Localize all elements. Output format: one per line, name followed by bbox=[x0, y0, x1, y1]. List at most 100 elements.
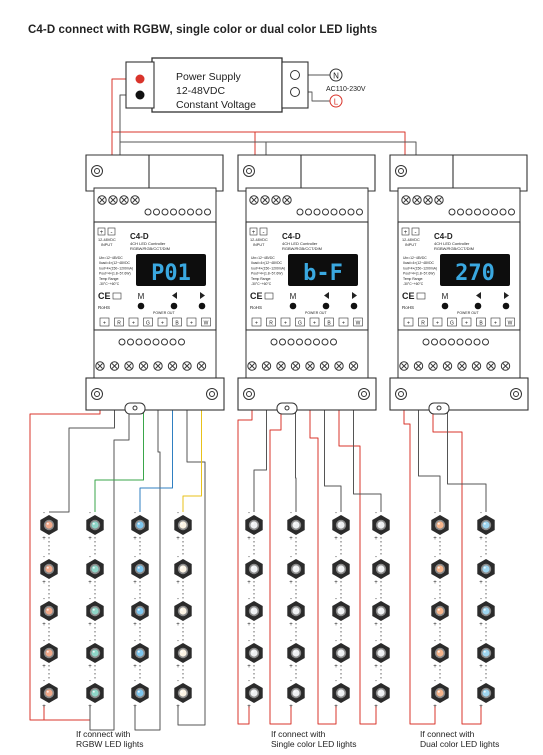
output-terminal-box bbox=[266, 317, 276, 327]
led-chip: +- bbox=[332, 679, 350, 710]
led-chip: +- bbox=[287, 597, 305, 628]
connector-pin bbox=[296, 338, 303, 346]
input-minus-box bbox=[259, 227, 268, 236]
spec-line: Iload=4×(12~48VDC bbox=[99, 261, 131, 265]
ac-voltage-label: AC110-230V bbox=[326, 86, 366, 93]
connector-pin bbox=[431, 338, 438, 346]
connector-pin bbox=[296, 208, 304, 216]
spec-line: -30°C~+60°C bbox=[403, 282, 424, 286]
neutral-marker bbox=[329, 68, 343, 82]
led-lens bbox=[91, 607, 99, 615]
led-plus-sign: + bbox=[374, 622, 378, 628]
control-button bbox=[350, 302, 358, 310]
led-chip: +- bbox=[372, 679, 390, 710]
output-terminal-box bbox=[172, 317, 182, 327]
led-lens bbox=[91, 565, 99, 573]
bin-icon bbox=[264, 292, 274, 300]
led-lens bbox=[45, 689, 53, 697]
lcd-display bbox=[440, 254, 510, 286]
led-highlight bbox=[437, 690, 440, 693]
screw-cross bbox=[249, 363, 255, 369]
led-plus-sign: + bbox=[334, 664, 338, 670]
led-plus-sign: + bbox=[176, 622, 180, 628]
led-chip: +- bbox=[245, 639, 263, 670]
led-lens bbox=[250, 689, 258, 697]
led-highlight bbox=[251, 608, 254, 611]
screw-cross bbox=[99, 197, 105, 203]
led-plus-sign: + bbox=[42, 664, 46, 670]
spec-line: Iout=4×(150~1200mA) bbox=[403, 266, 437, 270]
led-highlight bbox=[92, 690, 95, 693]
led-lens bbox=[91, 521, 99, 529]
led-chip: +- bbox=[332, 511, 350, 542]
single-positive-wire bbox=[309, 370, 337, 725]
connector-pin bbox=[144, 338, 151, 346]
screw-cross bbox=[284, 197, 290, 203]
led-lens bbox=[136, 649, 144, 657]
led-plus-sign: + bbox=[247, 664, 251, 670]
led-plus-sign: + bbox=[247, 622, 251, 628]
led-minus-sign: - bbox=[290, 679, 292, 685]
led-minus-sign: - bbox=[177, 555, 179, 561]
output-terminal-box bbox=[99, 317, 110, 327]
mounting-hole bbox=[94, 391, 100, 397]
output-terminal-box bbox=[251, 317, 262, 327]
screw-cross bbox=[444, 363, 451, 369]
led-highlight bbox=[92, 608, 95, 611]
spec-line: Pout=4×(1.8~57.6W) bbox=[251, 272, 283, 276]
led-chip: +- bbox=[131, 511, 149, 542]
screw-cross bbox=[414, 197, 420, 203]
led-minus-sign: - bbox=[335, 511, 337, 517]
output-terminal-label: W bbox=[508, 321, 513, 327]
output-terminal-box bbox=[476, 317, 486, 327]
screw-cross bbox=[403, 197, 409, 203]
screw-cross bbox=[415, 363, 422, 369]
led-minus-sign: - bbox=[335, 679, 337, 685]
led-highlight bbox=[180, 608, 183, 611]
led-plus-sign: + bbox=[247, 536, 251, 542]
led-lens bbox=[45, 565, 53, 573]
screw-cross bbox=[140, 363, 147, 369]
led-minus-sign: - bbox=[290, 639, 292, 645]
led-highlight bbox=[338, 690, 341, 693]
led-lens bbox=[482, 521, 490, 529]
led-chip: +- bbox=[332, 555, 350, 586]
power-out-label: POWER OUT bbox=[305, 311, 327, 315]
rohs-mark: RoHS bbox=[402, 305, 414, 310]
controller-subtitle: RGBW/RGB/CCT/DIM bbox=[282, 246, 322, 251]
connector-pin bbox=[170, 208, 177, 216]
led-lens bbox=[179, 689, 187, 697]
output-terminal-box bbox=[157, 317, 168, 327]
led-minus-sign: - bbox=[89, 555, 91, 561]
screw-cross bbox=[430, 363, 436, 369]
connector-pin bbox=[321, 338, 329, 346]
psu-positive-terminal bbox=[135, 74, 145, 84]
led-highlight bbox=[483, 522, 486, 525]
screw-cross bbox=[336, 363, 342, 369]
connector-pin bbox=[204, 208, 211, 216]
connector-pin bbox=[457, 208, 464, 216]
led-highlight bbox=[483, 650, 486, 653]
connector-pin bbox=[152, 338, 160, 346]
connector-pin bbox=[508, 208, 515, 216]
led-minus-sign: - bbox=[375, 679, 377, 685]
led-plus-sign: + bbox=[334, 704, 338, 710]
output-terminal-label: + bbox=[313, 321, 316, 327]
led-lens bbox=[436, 607, 444, 615]
output-terminal-box bbox=[201, 317, 211, 327]
led-chip: +- bbox=[431, 511, 449, 542]
led-plus-sign: + bbox=[88, 704, 92, 710]
connector-pin bbox=[135, 338, 143, 346]
led-lens bbox=[91, 689, 99, 697]
led-minus-sign: - bbox=[434, 511, 436, 517]
led-highlight bbox=[437, 650, 440, 653]
input-minus-sign: - bbox=[415, 230, 417, 236]
connector-pin bbox=[347, 208, 355, 216]
led-minus-sign: - bbox=[375, 639, 377, 645]
mounting-hole bbox=[398, 391, 404, 397]
led-lens bbox=[250, 565, 258, 573]
led-plus-sign: + bbox=[334, 622, 338, 628]
led-highlight bbox=[137, 522, 140, 525]
